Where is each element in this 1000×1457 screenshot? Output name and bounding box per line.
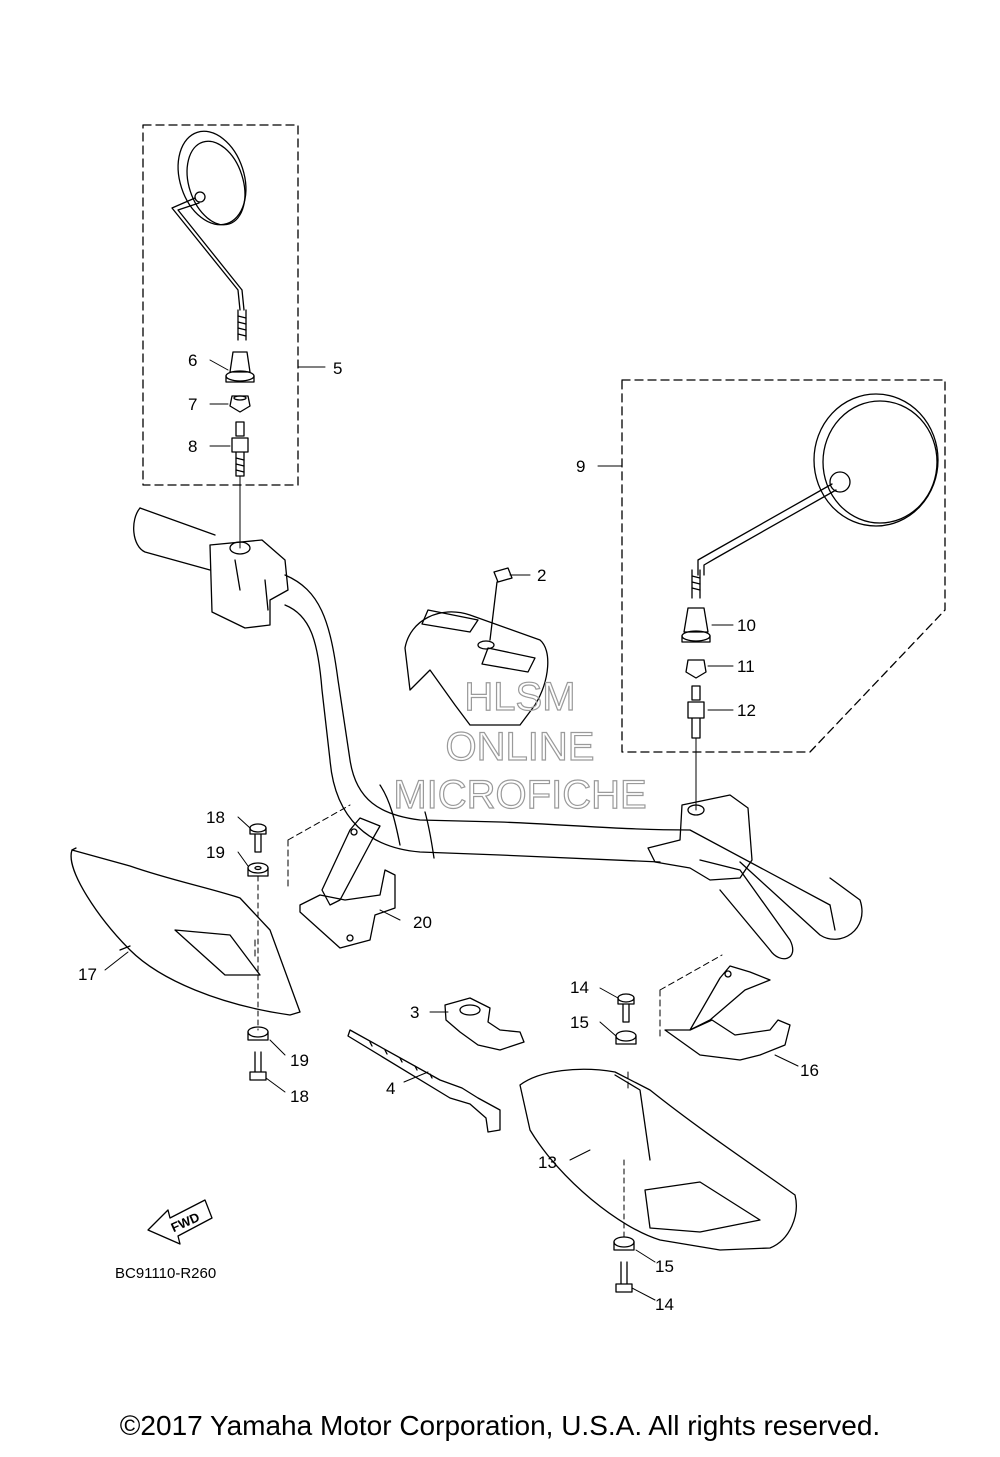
callout-9: 9 bbox=[576, 457, 585, 476]
cable-tie-4 bbox=[347, 1029, 501, 1133]
collar-19-lower bbox=[247, 1026, 269, 1041]
callout-11: 11 bbox=[737, 657, 755, 676]
bracket-16-guide bbox=[627, 954, 723, 1091]
bracket-20 bbox=[299, 817, 396, 949]
adapter-6 bbox=[225, 351, 255, 383]
callout-5: 5 bbox=[333, 359, 342, 378]
adapter-10 bbox=[681, 607, 711, 643]
copyright-notice: ©2017 Yamaha Motor Corporation, U.S.A. A… bbox=[119, 1410, 881, 1441]
callout-10: 10 bbox=[737, 616, 756, 635]
callout-18-upper: 18 bbox=[206, 808, 225, 827]
callout-7: 7 bbox=[188, 395, 197, 414]
callout-15-lower: 15 bbox=[655, 1257, 674, 1276]
bolt-12 bbox=[687, 685, 705, 739]
watermark-line1: HLSM bbox=[464, 675, 575, 719]
callout-13: 13 bbox=[538, 1153, 557, 1172]
callout-20: 20 bbox=[413, 913, 432, 932]
callout-18-lower: 18 bbox=[290, 1087, 309, 1106]
callout-12: 12 bbox=[737, 701, 756, 720]
callout-14-upper: 14 bbox=[570, 978, 589, 997]
bolt-18-upper bbox=[249, 823, 267, 853]
diagram-code: BC91110-R260 bbox=[115, 1265, 216, 1282]
handlebar bbox=[133, 507, 863, 940]
collar-15-upper bbox=[615, 1030, 637, 1045]
bracket-16 bbox=[664, 965, 791, 1061]
callout-3: 3 bbox=[410, 1003, 419, 1022]
mirror-left-group-box bbox=[142, 124, 299, 486]
right-lever-clamp bbox=[647, 794, 794, 960]
callout-4: 4 bbox=[386, 1079, 395, 1098]
mirror-right-group-box bbox=[621, 379, 946, 753]
nut-11 bbox=[685, 659, 707, 679]
bolt-14-upper bbox=[617, 993, 635, 1023]
bolt-14-lower bbox=[615, 1261, 633, 1293]
bracket-20-guide bbox=[254, 804, 351, 961]
handlebar-cover-2 bbox=[404, 567, 549, 726]
callout-14-lower: 14 bbox=[655, 1295, 674, 1314]
watermark: HLSM ONLINE MICROFICHE bbox=[393, 674, 648, 817]
collar-15-lower bbox=[613, 1236, 635, 1251]
clamp-3 bbox=[444, 997, 525, 1051]
watermark-line2: ONLINE bbox=[446, 725, 595, 769]
callout-6: 6 bbox=[188, 351, 197, 370]
mirror-left bbox=[171, 130, 247, 341]
callout-8: 8 bbox=[188, 437, 197, 456]
left-grip-clamp bbox=[209, 539, 289, 629]
callout-17: 17 bbox=[78, 965, 97, 984]
bolt-18-lower bbox=[249, 1051, 267, 1081]
leader-lines bbox=[104, 359, 799, 1301]
fwd-label: FWD bbox=[169, 1209, 202, 1235]
watermark-line3: MICROFICHE bbox=[393, 773, 646, 817]
nut-7 bbox=[229, 395, 251, 413]
callout-2: 2 bbox=[537, 566, 546, 585]
fwd-arrow-icon bbox=[147, 1199, 213, 1245]
collar-19-upper bbox=[247, 862, 269, 877]
bolt-8 bbox=[231, 421, 249, 477]
mirror-right bbox=[691, 393, 939, 599]
callout-16: 16 bbox=[800, 1061, 819, 1080]
callout-19-upper: 19 bbox=[206, 843, 225, 862]
callout-19-lower: 19 bbox=[290, 1051, 309, 1070]
hand-guard-right-13 bbox=[519, 1068, 797, 1251]
callout-15-upper: 15 bbox=[570, 1013, 589, 1032]
hand-guard-left-17 bbox=[70, 847, 301, 1016]
